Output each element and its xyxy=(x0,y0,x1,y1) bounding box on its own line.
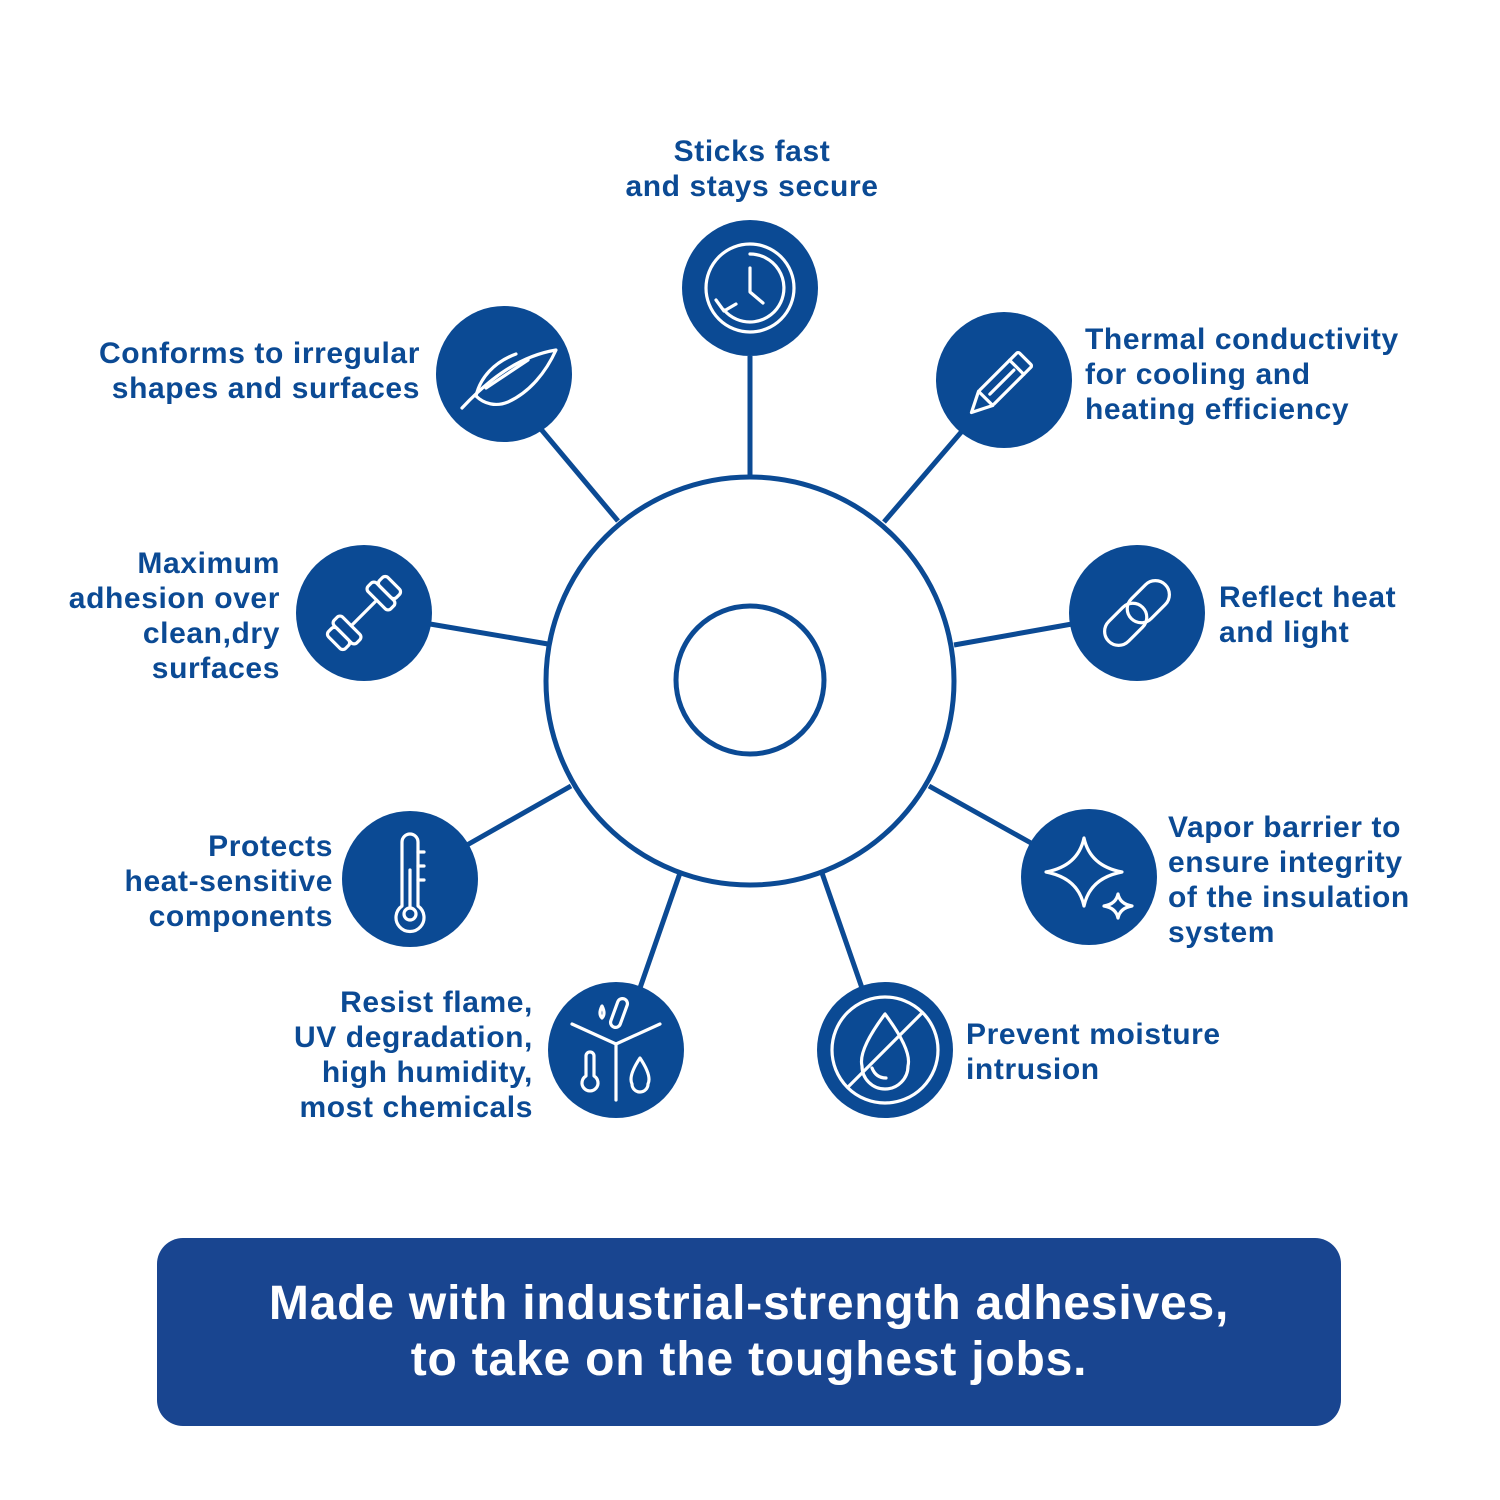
feature-label-upper-left: Conforms to irregular shapes and surface… xyxy=(99,337,420,405)
feature-label-left: Maximum adhesion over clean,dry surfaces xyxy=(68,547,280,685)
tagline-text: Made with industrial-strength adhesives,… xyxy=(268,1277,1230,1386)
feature-label-bottom-right: Prevent moisture intrusion xyxy=(966,1018,1221,1086)
feature-label-upper-right: Thermal conductivity for cooling and hea… xyxy=(1085,323,1399,426)
feature-label-top: Sticks fast and stays secure xyxy=(625,135,879,203)
tape-roll-core xyxy=(673,603,827,757)
link-icon xyxy=(1069,545,1205,681)
feature-label-bottom-left: Resist flame, UV degradation, high humid… xyxy=(293,986,533,1124)
sparkle-icon xyxy=(1021,809,1157,945)
dumbbell-icon xyxy=(296,545,432,681)
thermometer-icon xyxy=(342,811,478,947)
feature-label-lower-right: Vapor barrier to ensure integrity of the… xyxy=(1168,811,1410,949)
no-water-icon xyxy=(817,982,953,1118)
feather-icon xyxy=(436,306,572,442)
feature-label-lower-left: Protects heat-sensitive components xyxy=(124,830,333,933)
clock-icon xyxy=(682,220,818,356)
connector-lines xyxy=(429,356,1073,989)
pencil-icon xyxy=(936,312,1072,448)
feature-label-right: Reflect heat and light xyxy=(1219,581,1397,649)
chemical-resistance-icon xyxy=(548,982,684,1118)
tagline-banner: Made with industrial-strength adhesives,… xyxy=(157,1238,1341,1426)
